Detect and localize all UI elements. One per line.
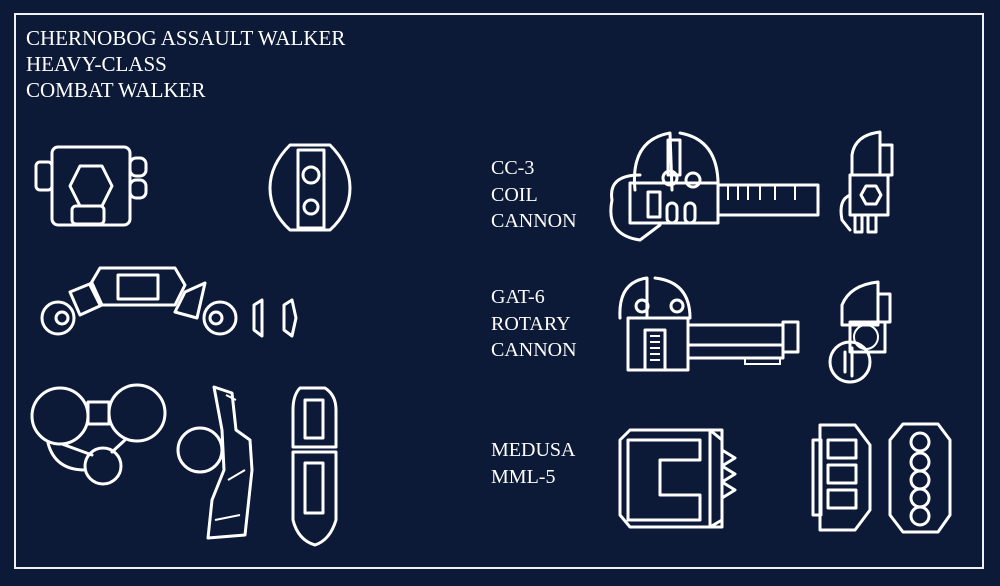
shoulder-assembly xyxy=(40,266,298,338)
title-line-1: CHERNOBOG ASSAULT WALKER xyxy=(26,26,346,50)
gat6-cannon-side-view xyxy=(618,276,800,372)
blueprint-border xyxy=(14,13,984,569)
weapon-label-gat6: GAT-6 ROTARY CANNON xyxy=(491,284,577,364)
leg-hip-assembly xyxy=(30,383,167,486)
gat6-cannon-end-view xyxy=(828,280,892,384)
weapon-label-line: MML-5 xyxy=(491,465,556,488)
medusa-launcher-rear-view xyxy=(888,422,952,534)
blueprint-title: CHERNOBOG ASSAULT WALKER HEAVY-CLASS COM… xyxy=(26,25,345,103)
weapon-label-line: GAT-6 xyxy=(491,286,545,308)
leg-side-view xyxy=(176,385,254,540)
weapon-label-line: COIL xyxy=(491,183,538,206)
weapon-label-line: ROTARY xyxy=(491,312,571,335)
title-line-2: HEAVY-CLASS xyxy=(26,52,167,76)
weapon-label-line: CANNON xyxy=(491,339,577,361)
weapon-label-line: MEDUSA xyxy=(491,439,576,461)
medusa-launcher-side-view xyxy=(618,428,737,529)
head-side-view xyxy=(34,145,148,227)
weapon-label-line: CC-3 xyxy=(491,157,535,179)
leg-front-view xyxy=(291,386,338,547)
cc3-cannon-side-view xyxy=(609,131,820,242)
weapon-label-medusa: MEDUSA MML-5 xyxy=(491,437,575,490)
weapon-label-line: CANNON xyxy=(491,210,577,232)
cc3-cannon-end-view xyxy=(839,130,894,234)
weapon-label-cc3: CC-3 COIL CANNON xyxy=(491,155,577,235)
head-front-view xyxy=(268,143,352,232)
medusa-launcher-front-view xyxy=(811,423,872,532)
title-line-3: COMBAT WALKER xyxy=(26,78,206,102)
